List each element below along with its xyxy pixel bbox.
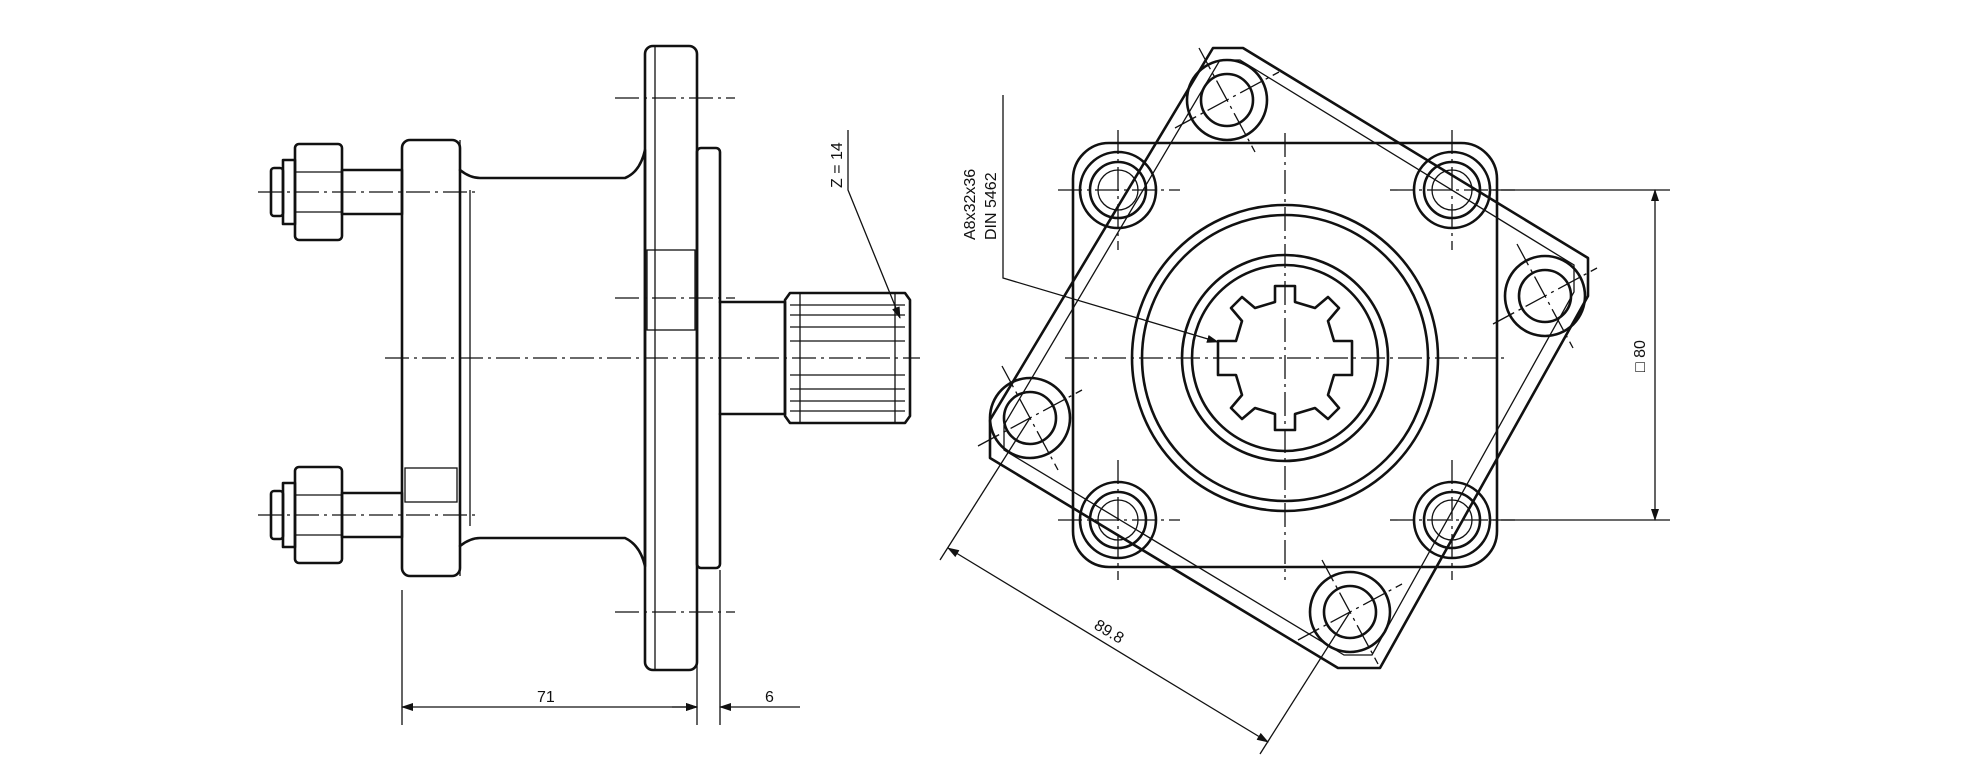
dim-89-8-line bbox=[947, 547, 1269, 743]
dim-89-8-label: 89.8 bbox=[1091, 617, 1127, 648]
teeth-leader bbox=[847, 130, 901, 319]
front-view: A8x32x36 DIN 5462 □ 80 89.8 bbox=[939, 46, 1670, 755]
dim-6-label: 6 bbox=[765, 689, 774, 706]
internal-spline bbox=[1216, 284, 1354, 432]
flange-hole-right bbox=[1503, 254, 1587, 338]
pilot bbox=[695, 146, 722, 570]
spline-shaft bbox=[783, 291, 912, 425]
lower-stud-nut bbox=[258, 465, 475, 565]
teeth-label: Z = 14 bbox=[829, 142, 846, 188]
flange-hole-left bbox=[988, 376, 1072, 460]
dim-71-label: 71 bbox=[537, 689, 555, 706]
spline-leader bbox=[1002, 95, 1219, 343]
upper-stud-nut bbox=[258, 142, 475, 242]
flange-hole-top bbox=[1185, 58, 1269, 142]
spline-spec-line1: A8x32x36 bbox=[962, 169, 979, 240]
diamond-flange bbox=[988, 46, 1590, 670]
flange-hole-bottom bbox=[1308, 570, 1392, 654]
dim-80-label: □ 80 bbox=[1632, 340, 1649, 372]
spline-spec-line2: DIN 5462 bbox=[983, 172, 1000, 240]
side-view: Z = 14 71 6 bbox=[258, 44, 920, 725]
